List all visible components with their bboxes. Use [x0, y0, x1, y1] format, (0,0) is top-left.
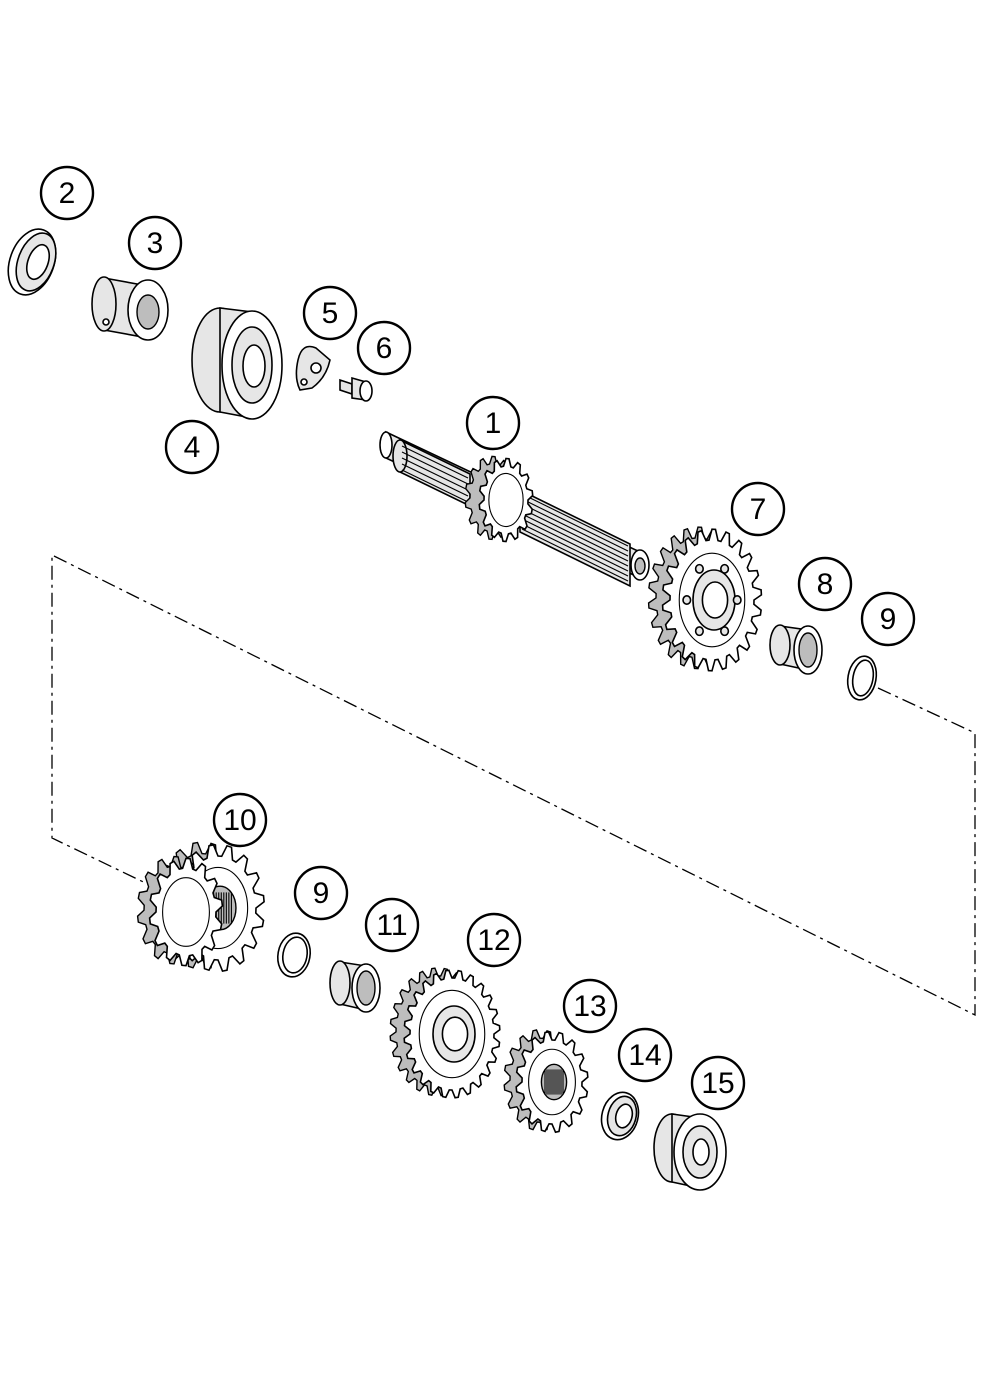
part-10-double-gear	[136, 841, 265, 973]
callout-circle	[164, 419, 220, 475]
callout-c4: 4	[164, 419, 220, 475]
callout-circle	[39, 165, 95, 221]
callout-circle	[364, 897, 420, 953]
callout-circle	[797, 556, 853, 612]
callout-c12: 12	[466, 912, 522, 968]
callout-circle	[127, 215, 183, 271]
part-9-circlip-upper	[846, 655, 878, 701]
callout-number: 3	[147, 227, 164, 260]
callout-number: 9	[880, 603, 897, 636]
callout-circle	[690, 1055, 746, 1111]
callout-number: 14	[628, 1039, 661, 1072]
callout-c14: 14	[617, 1027, 673, 1083]
part-7-gear	[647, 526, 763, 672]
callout-number: 1	[485, 407, 502, 440]
callout-number: 6	[376, 332, 393, 365]
callout-circle	[466, 912, 522, 968]
callout-number: 2	[59, 177, 76, 210]
callout-c1: 1	[465, 395, 521, 451]
callout-c2: 2	[39, 165, 95, 221]
callout-circle	[293, 865, 349, 921]
callout-number: 7	[750, 493, 767, 526]
part-1-shaft-gear	[464, 455, 534, 543]
callout-c3: 3	[127, 215, 183, 271]
part-15-ball-bearing	[653, 1113, 727, 1191]
part-13-gear	[503, 1029, 589, 1134]
part-9-circlip-lower	[276, 932, 312, 978]
callout-circle	[860, 591, 916, 647]
callout-c8: 8	[797, 556, 853, 612]
callout-circle	[617, 1027, 673, 1083]
callout-c7: 7	[730, 481, 786, 537]
part-5-lock-plate	[295, 345, 331, 391]
part-12-gear	[389, 967, 501, 1099]
callout-c10: 10	[212, 792, 268, 848]
callout-circle	[212, 792, 268, 848]
assembly-guide-line	[51, 553, 976, 1017]
callout-c9a: 9	[860, 591, 916, 647]
callout-number: 12	[477, 924, 510, 957]
callout-c11: 11	[364, 897, 420, 953]
part-4-ball-bearing	[191, 307, 283, 420]
part-1-main-shaft	[379, 430, 650, 588]
callout-c15: 15	[690, 1055, 746, 1111]
callout-number: 11	[376, 909, 407, 942]
part-6-bolt	[339, 376, 373, 402]
callout-c5: 5	[302, 285, 358, 341]
callout-circle	[730, 481, 786, 537]
part-8-needle-bearing	[769, 624, 823, 675]
callout-circle	[356, 320, 412, 376]
callout-number: 8	[817, 568, 834, 601]
callout-number: 15	[701, 1067, 734, 1100]
part-11-needle-bearing	[329, 960, 381, 1013]
part-3-bushing	[91, 276, 169, 341]
part-14-washer	[600, 1091, 640, 1141]
part-2-washer	[7, 228, 57, 296]
callout-number: 9	[313, 877, 330, 910]
callout-c13: 13	[562, 978, 618, 1034]
callout-number: 10	[223, 804, 256, 837]
callout-circle	[562, 978, 618, 1034]
callout-c9b: 9	[293, 865, 349, 921]
callout-number: 5	[322, 297, 339, 330]
callout-number: 4	[184, 431, 201, 464]
callout-number: 13	[573, 990, 606, 1023]
callout-c6: 6	[356, 320, 412, 376]
callout-circle	[465, 395, 521, 451]
callout-circle	[302, 285, 358, 341]
